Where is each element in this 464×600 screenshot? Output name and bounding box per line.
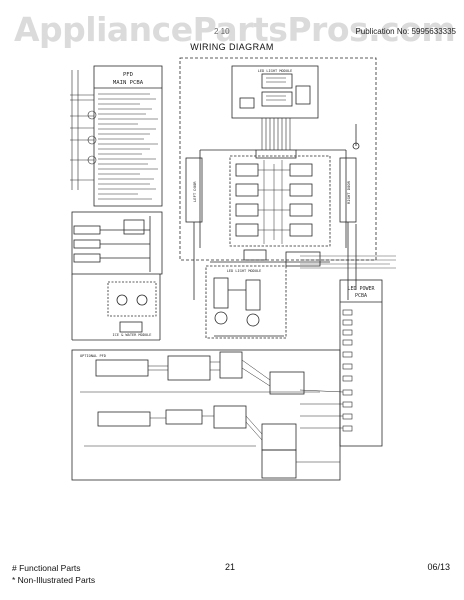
footer-notes: # Functional Parts * Non-Illustrated Par…	[12, 562, 95, 586]
led-power-pcba-label-1: LED POWER	[347, 286, 375, 292]
optional-pfd-box	[71, 349, 341, 481]
functional-parts-note: # Functional Parts	[12, 563, 81, 573]
pfd-title-line-2: MAIN PCBA	[113, 80, 144, 86]
footer-date: 06/13	[427, 562, 450, 572]
non-illustrated-parts-note: * Non-Illustrated Parts	[12, 575, 96, 585]
right-door-label: RIGHT DOOR	[346, 180, 351, 204]
led-power-pcba-label-2: PCBA	[355, 293, 367, 299]
pfd-main-pcba-box	[93, 65, 163, 207]
led-module-top-label: LED LIGHT MODULE	[258, 69, 293, 73]
led-light-module-top	[231, 65, 319, 119]
ice-water-module-label: ICE & WATER MODULE	[113, 333, 152, 337]
publication-number: Publication No: 5995633335	[355, 27, 456, 36]
led-module-bottom-label: LED LIGHT MODULE	[227, 269, 262, 273]
pfd-title-line-1: PFD	[123, 72, 134, 78]
led-light-module-bottom	[205, 265, 287, 339]
model-number: 2 10	[214, 27, 230, 36]
led-power-pcba-box	[339, 279, 383, 447]
page-title: WIRING DIAGRAM	[190, 42, 274, 52]
optional-pfd-label: OPTIONAL PFD	[80, 354, 106, 358]
ice-water-area	[71, 211, 163, 275]
left-door-label: LEFT DOOR	[192, 181, 197, 202]
page-number: 21	[225, 562, 236, 572]
